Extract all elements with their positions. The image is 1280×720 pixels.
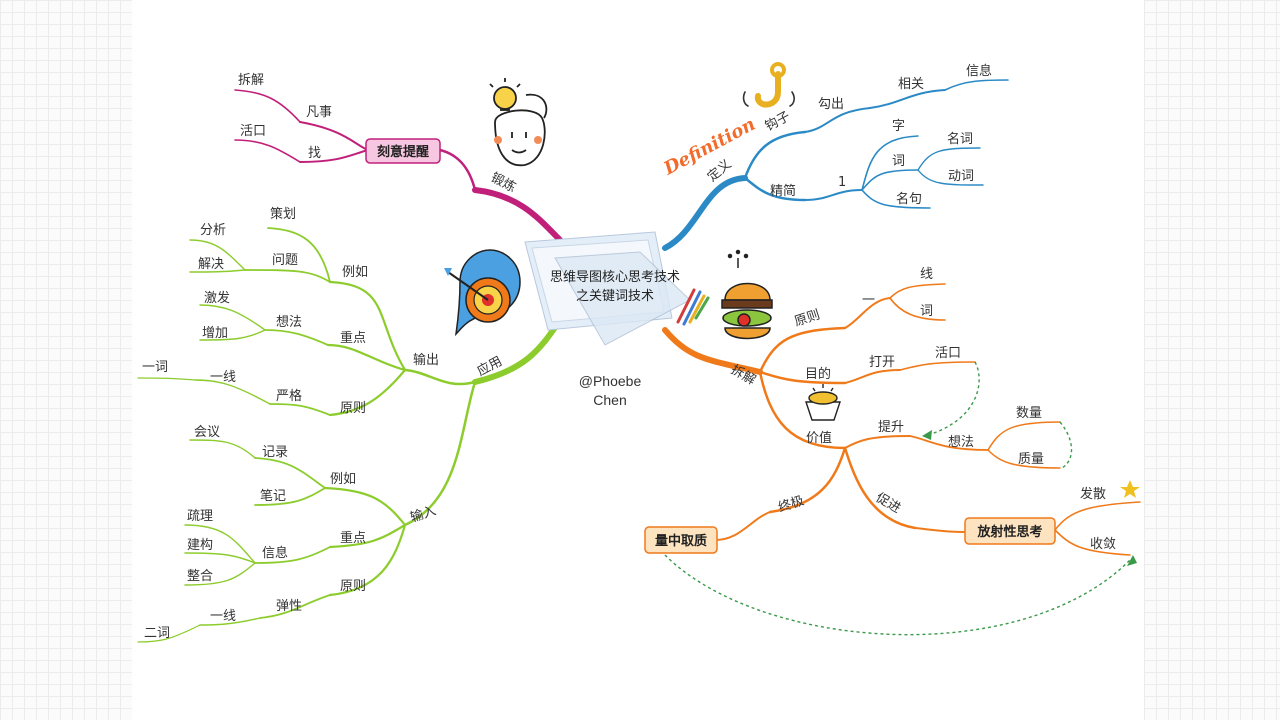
center-title-line2: 之关键词技术 — [576, 289, 654, 304]
node-erci[interactable]: 二词 — [144, 626, 170, 641]
hook-icon — [742, 62, 795, 108]
node-fasan[interactable]: 发散 — [1080, 486, 1106, 502]
node-xian[interactable]: 线 — [920, 267, 933, 282]
lightbulb-head-icon — [489, 78, 548, 167]
node-wenti[interactable]: 问题 — [272, 253, 298, 268]
node-zhiliang[interactable]: 质量 — [1018, 452, 1044, 467]
node-ci-blue[interactable]: 词 — [892, 154, 905, 169]
node-liru-in[interactable]: 例如 — [330, 471, 356, 487]
node-jiangou[interactable]: 建构 — [187, 538, 213, 553]
center-title-line1: 思维导图核心思考技术 — [550, 270, 680, 285]
node-yixian-in[interactable]: 一线 — [210, 609, 236, 624]
node-cehua[interactable]: 策划 — [270, 206, 296, 222]
relationship-lines — [664, 361, 1131, 636]
node-yi[interactable]: 一 — [862, 293, 875, 308]
node-zhongji[interactable]: 终极 — [776, 493, 806, 516]
node-shuru[interactable]: 输入 — [408, 503, 438, 526]
node-xinxi-blue[interactable]: 信息 — [966, 63, 992, 79]
node-mudi[interactable]: 目的 — [805, 366, 831, 382]
node-mingju[interactable]: 名句 — [896, 191, 922, 207]
node-cujin[interactable]: 促进 — [873, 490, 903, 516]
node-shoulian[interactable]: 收敛 — [1090, 536, 1116, 552]
node-xiangfa-green[interactable]: 想法 — [276, 314, 302, 330]
node-mingci[interactable]: 名词 — [947, 131, 973, 147]
node-zengjia[interactable]: 增加 — [202, 326, 228, 341]
node-yuanze-orange[interactable]: 原则 — [793, 307, 822, 329]
node-chaijie-magenta[interactable]: 拆解 — [238, 73, 264, 88]
node-huokou-magenta[interactable]: 活口 — [240, 124, 266, 139]
star-icon — [1120, 480, 1140, 498]
node-dongci[interactable]: 动词 — [948, 169, 974, 184]
node-keyi-tixing[interactable]: 刻意提醒 — [377, 144, 429, 160]
node-dakai[interactable]: 打开 — [869, 355, 895, 370]
node-fangshexing-sikao[interactable]: 放射性思考 — [976, 524, 1042, 540]
node-one[interactable]: 1 — [838, 175, 846, 190]
node-xiangfa-orange[interactable]: 想法 — [948, 434, 974, 450]
branch-chaijie — [662, 283, 1141, 556]
node-liangzhong-quzhi[interactable]: 量中取质 — [655, 533, 707, 549]
ingot-icon — [805, 384, 841, 421]
node-yange[interactable]: 严格 — [276, 388, 302, 404]
node-yuanze-out[interactable]: 原则 — [340, 401, 366, 416]
node-zhongdian-out[interactable]: 重点 — [340, 330, 366, 346]
node-gouzi[interactable]: 钩子 — [763, 109, 793, 134]
node-shuchu[interactable]: 输出 — [413, 352, 439, 368]
node-jifa[interactable]: 激发 — [204, 290, 230, 306]
burger-icon — [721, 249, 773, 340]
pencils-icon — [676, 288, 710, 326]
node-yici[interactable]: 一词 — [142, 360, 168, 375]
node-chaijie[interactable]: 拆解 — [728, 362, 758, 388]
arrowhead-icon — [922, 430, 932, 440]
center-image — [524, 231, 710, 346]
node-box-liangzhong — [644, 526, 718, 554]
node-huiyi[interactable]: 会议 — [194, 425, 220, 440]
node-jiejue[interactable]: 解决 — [198, 257, 224, 272]
node-huokou-orange[interactable]: 活口 — [935, 346, 961, 361]
grid-background-left — [0, 0, 132, 720]
node-tisheng[interactable]: 提升 — [878, 419, 904, 435]
node-liru-out[interactable]: 例如 — [342, 264, 368, 280]
node-xinxi-green[interactable]: 信息 — [262, 545, 288, 561]
node-fenxi[interactable]: 分析 — [200, 223, 226, 238]
node-fanshi[interactable]: 凡事 — [306, 105, 332, 120]
arrowhead-icon — [1127, 555, 1137, 566]
target-icon — [444, 249, 521, 337]
node-tanxing[interactable]: 弹性 — [276, 599, 302, 614]
grid-background-right — [1144, 0, 1280, 720]
node-zhenghe[interactable]: 整合 — [187, 569, 213, 584]
node-xiangguan[interactable]: 相关 — [898, 77, 924, 92]
node-yuanze-in[interactable]: 原则 — [340, 579, 366, 594]
branch-duanlian — [234, 89, 563, 243]
author-line2: Chen — [593, 392, 626, 408]
node-jilu[interactable]: 记录 — [262, 445, 288, 460]
author-line1: @Phoebe — [579, 373, 642, 389]
node-gouchu[interactable]: 勾出 — [818, 97, 844, 112]
node-box-keyi — [365, 138, 441, 164]
node-shuli[interactable]: 疏理 — [187, 509, 213, 524]
node-yixian-out[interactable]: 一线 — [210, 370, 236, 385]
node-box-fangshe — [964, 517, 1056, 545]
node-zhongdian-in[interactable]: 重点 — [340, 530, 366, 546]
node-zhao[interactable]: 找 — [308, 146, 321, 161]
node-zi[interactable]: 字 — [892, 119, 905, 134]
node-jingjian[interactable]: 精简 — [770, 183, 796, 199]
node-biji[interactable]: 笔记 — [260, 488, 286, 504]
node-shuliang[interactable]: 数量 — [1016, 406, 1042, 421]
node-ci-orange[interactable]: 词 — [920, 304, 933, 319]
branch-dingyi — [662, 79, 1009, 251]
node-jiazhi[interactable]: 价值 — [806, 430, 832, 446]
